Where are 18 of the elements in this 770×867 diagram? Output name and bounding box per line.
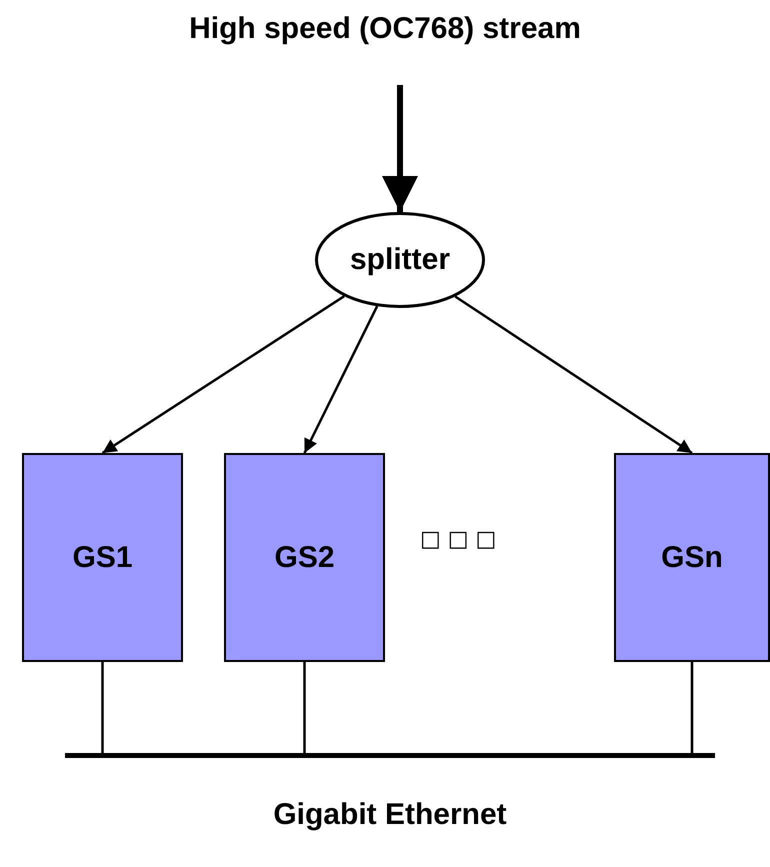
splitter-ellipse <box>315 212 485 308</box>
connector-line <box>101 662 104 753</box>
node-label: GSn <box>661 540 723 574</box>
diagram-title: High speed (OC768) stream <box>188 12 582 46</box>
process-box <box>224 453 385 662</box>
node-label: GS1 <box>72 540 133 574</box>
process-box <box>22 453 183 662</box>
caption-text: Gigabit Ethernet <box>272 798 508 832</box>
arrow <box>303 306 378 454</box>
process-box <box>614 453 770 662</box>
ellipsis-text: □ □ □ <box>420 527 496 552</box>
arrow <box>382 85 418 212</box>
arrow <box>102 295 345 454</box>
arrow <box>454 295 693 454</box>
connector-line <box>303 662 306 753</box>
connector-line <box>690 662 694 753</box>
node-label: GS2 <box>274 540 335 574</box>
node-label: splitter <box>350 243 450 277</box>
